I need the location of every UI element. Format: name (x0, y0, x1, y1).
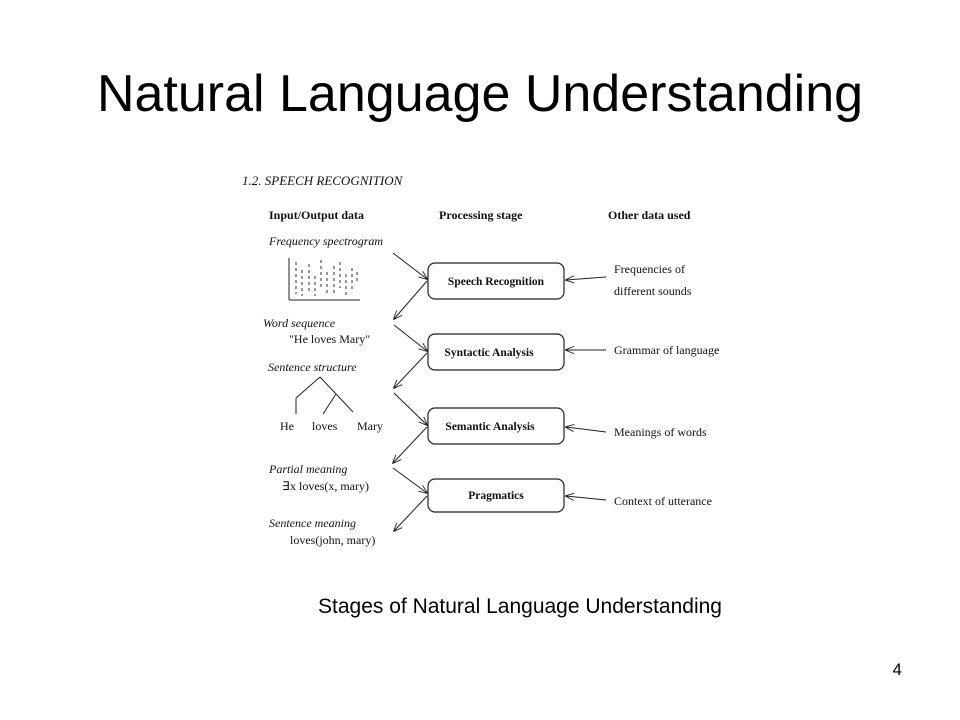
spectrogram-icon (288, 258, 360, 301)
stage-label-syntactic-analysis: Syntactic Analysis (444, 347, 534, 359)
label-word-sequence: Word sequence (263, 316, 336, 330)
slide-title: Natural Language Understanding (96, 65, 864, 123)
sentence-meaning-value: loves(john, mary) (290, 533, 375, 547)
partial-meaning-value: x loves(x, mary) (290, 479, 369, 493)
other-data-arrows (566, 277, 607, 500)
other-data-grammar: Grammar of language (614, 343, 719, 357)
other-data-meanings: Meanings of words (614, 425, 707, 439)
label-sentence-structure: Sentence structure (268, 360, 357, 374)
other-data-frequencies-line1: Frequencies of (614, 262, 685, 276)
figure-caption: Stages of Natural Language Understanding (318, 595, 722, 618)
header-other-data: Other data used (608, 208, 691, 222)
label-frequency-spectrogram: Frequency spectrogram (268, 234, 383, 248)
header-processing-stage: Processing stage (439, 208, 523, 222)
stage-label-speech-recognition: Speech Recognition (448, 276, 545, 288)
word-sequence-value: "He loves Mary" (289, 332, 370, 346)
stage-box-speech-recognition (427, 262, 565, 300)
stage-box-pragmatics (427, 478, 565, 513)
tree-leaf-mary: Mary (357, 419, 383, 433)
other-data-context: Context of utterance (614, 494, 712, 508)
label-partial-meaning: Partial meaning (268, 462, 347, 476)
stage-box-semantic-analysis (427, 407, 565, 445)
stage-box-syntactic-analysis (427, 333, 565, 371)
exists-symbol: ∃ (282, 479, 290, 493)
label-sentence-meaning: Sentence meaning (269, 516, 356, 530)
flow-arrows (393, 252, 427, 531)
figure-section-label: 1.2. SPEECH RECOGNITION (242, 173, 404, 188)
parse-tree-diagram (295, 376, 354, 415)
tree-leaf-he: He (280, 419, 294, 433)
other-data-frequencies-line2: different sounds (614, 284, 692, 298)
tree-leaf-loves: loves (312, 419, 338, 433)
stage-label-pragmatics: Pragmatics (468, 490, 524, 502)
header-io-data: Input/Output data (269, 208, 364, 222)
page-number: 4 (892, 660, 902, 679)
stage-label-semantic-analysis: Semantic Analysis (445, 421, 535, 433)
